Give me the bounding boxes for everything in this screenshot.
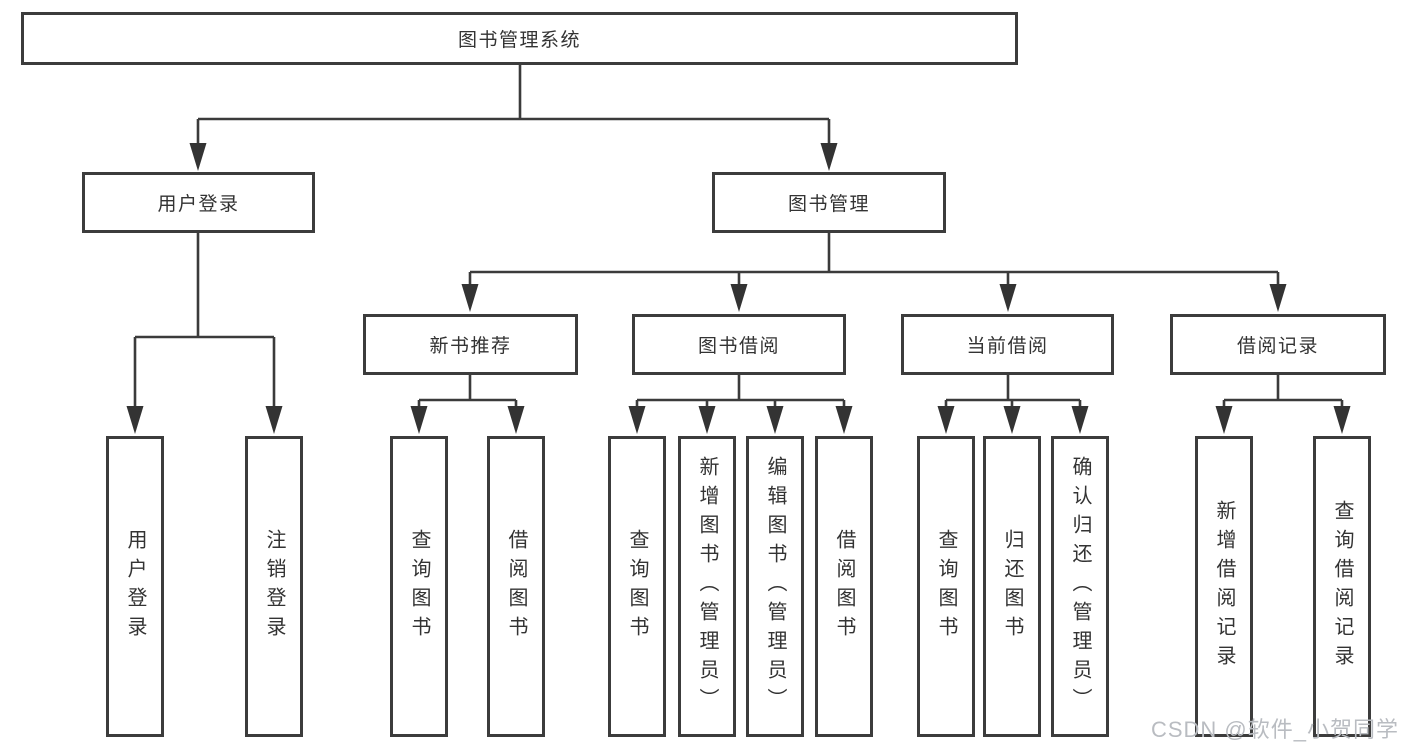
node-borrow-records-label: 借阅记录 [1236,336,1319,357]
arrowheads [126,143,1351,434]
node-root-label: 图书管理系统 [457,30,581,51]
leaf-current-return: 归还图书 [983,436,1041,737]
leaf-records-add: 新增借阅记录 [1195,436,1253,737]
leaf-user-login-label: 用户登录 [124,528,146,645]
node-borrow-records: 借阅记录 [1170,314,1386,375]
leaf-borrow-edit: 编辑图书（管理员） [746,436,804,737]
leaf-records-query: 查询借阅记录 [1313,436,1371,737]
leaf-logout: 注销登录 [245,436,303,737]
leaf-borrow-add: 新增图书（管理员） [678,436,736,737]
node-root: 图书管理系统 [21,12,1018,65]
edge-userlogin-to-leaves [133,233,276,412]
node-current-borrow-label: 当前借阅 [966,336,1049,357]
node-current-borrow: 当前借阅 [901,314,1114,375]
node-user-login-label: 用户登录 [157,194,240,215]
edge-root-to-level2 [196,65,831,150]
node-book-mgmt-label: 图书管理 [787,194,870,215]
leaf-current-return-label: 归还图书 [1001,528,1023,645]
leaf-borrow-add-label: 新增图书（管理员） [696,456,718,717]
node-book-borrow: 图书借阅 [632,314,846,375]
edge-newbookrec-to-leaves [417,375,518,413]
leaf-logout-label: 注销登录 [263,528,285,645]
leaf-records-add-label: 新增借阅记录 [1213,499,1235,674]
leaf-borrow-query: 查询图书 [608,436,666,737]
node-user-login: 用户登录 [82,172,315,233]
leaf-borrow-borrow-label: 借阅图书 [833,528,855,645]
leaf-current-confirm-label: 确认归还（管理员） [1069,456,1091,717]
node-book-mgmt: 图书管理 [712,172,946,233]
leaf-newbook-query: 查询图书 [390,436,448,737]
leaf-borrow-query-label: 查询图书 [626,528,648,645]
leaf-current-query-label: 查询图书 [935,528,957,645]
leaf-newbook-borrow: 借阅图书 [487,436,545,737]
node-book-borrow-label: 图书借阅 [697,336,780,357]
leaf-borrow-borrow: 借阅图书 [815,436,873,737]
leaf-newbook-query-label: 查询图书 [408,528,430,645]
leaf-records-query-label: 查询借阅记录 [1331,499,1353,674]
leaf-current-query: 查询图书 [917,436,975,737]
csdn-watermark: CSDN @软件_小贺同学 [1150,717,1399,742]
leaf-current-confirm: 确认归还（管理员） [1051,436,1109,737]
node-new-book-rec: 新书推荐 [363,314,578,375]
leaf-borrow-edit-label: 编辑图书（管理员） [764,456,786,717]
leaf-user-login: 用户登录 [106,436,164,737]
edge-borrowrecords-to-leaves [1222,375,1344,413]
node-new-book-rec-label: 新书推荐 [429,336,512,357]
edge-bookmgmt-to-level3 [468,233,1280,291]
leaf-newbook-borrow-label: 借阅图书 [505,528,527,645]
edge-bookborrow-to-leaves [635,375,846,413]
